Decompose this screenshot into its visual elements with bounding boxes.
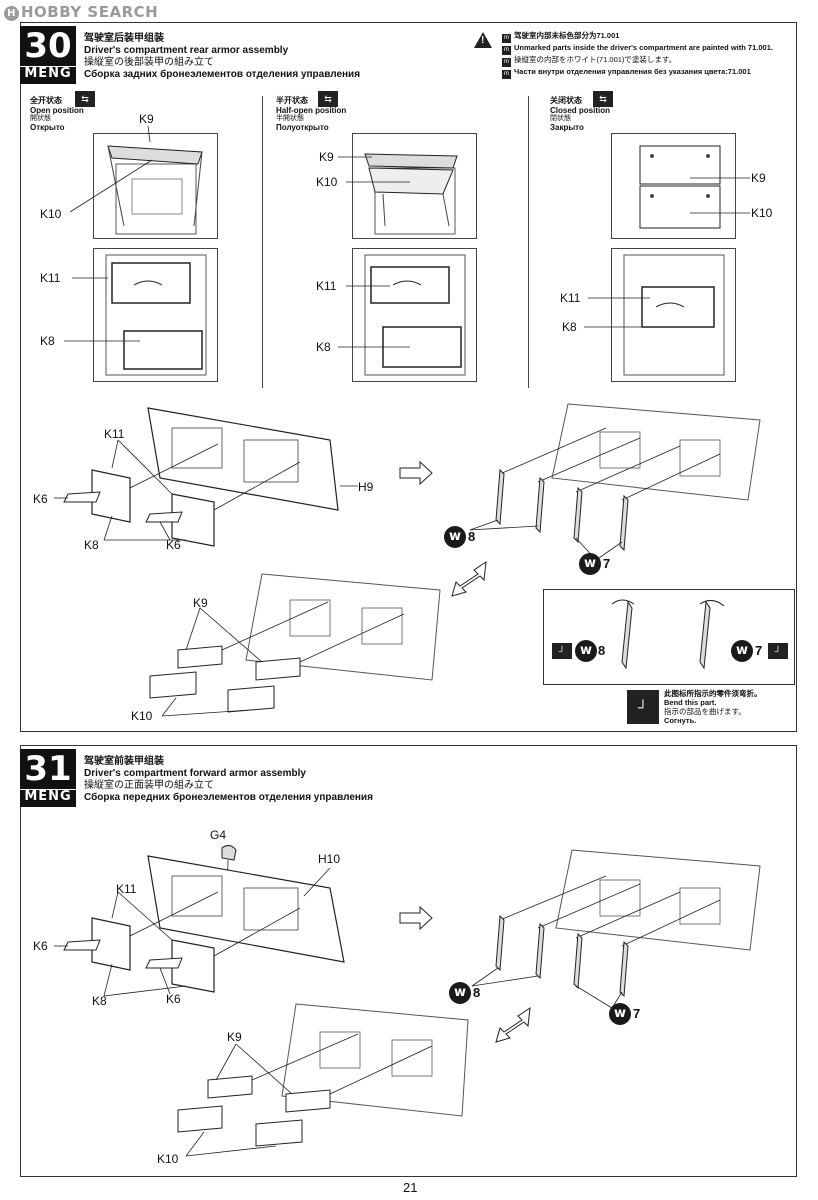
title-ru: Сборка задних бронеэлементов отделения у…: [84, 69, 361, 80]
column-divider: [528, 96, 529, 388]
state-closed: 关闭状态 Closed position 閉状態 Закрыто: [550, 96, 610, 132]
step-31-badge: 31 MENG: [20, 749, 76, 807]
hatch-drawing: [107, 145, 203, 235]
half-open-back-view: [352, 248, 477, 382]
paint-number: 7: [603, 556, 611, 571]
part-label-k10: K10: [40, 207, 62, 221]
title-jp: 操縦室の正面装甲の組み立て: [84, 780, 214, 791]
frame-drawing: [364, 254, 466, 376]
title-cn: 驾驶室前装甲组装: [84, 756, 164, 767]
title-ru: Сборка передних бронеэлементов отделения…: [84, 792, 373, 803]
part-label-k9: K9: [227, 1030, 242, 1044]
part-label-k9: K9: [139, 112, 154, 126]
hatch-drawing: [639, 145, 721, 229]
part-label-k6: K6: [166, 992, 181, 1006]
closed-hatch-view: [611, 133, 736, 239]
paint-w7-icon: w: [579, 553, 601, 575]
open-state-icon: ⇆: [75, 91, 95, 107]
step-30-titles: 驾驶室后装甲组装 Driver's compartment rear armor…: [84, 33, 360, 81]
state-open: 全开状态 Open position 開状態 Открыто: [30, 96, 84, 132]
step-30-panel: [20, 22, 797, 732]
part-label-k9: K9: [751, 171, 766, 185]
title-cn: 驾驶室后装甲组装: [84, 33, 164, 44]
frame-drawing: [623, 254, 725, 376]
part-label-h10: H10: [318, 852, 341, 866]
paint-number: 7: [633, 1006, 641, 1021]
hatch-drawing: [364, 153, 458, 235]
part-label-k10: K10: [316, 175, 338, 189]
step-31-panel: [20, 745, 797, 1177]
part-label-k6: K6: [33, 492, 48, 506]
paint-w8-icon: w: [575, 640, 597, 662]
part-label-k6: K6: [33, 939, 48, 953]
step-number: 30: [24, 26, 72, 66]
part-label-k8: K8: [316, 340, 331, 354]
paint-w8-icon: w: [444, 526, 466, 548]
open-hatch-view: [93, 133, 218, 239]
part-label-k8: K8: [562, 320, 577, 334]
title-en: Driver's compartment forward armor assem…: [84, 768, 306, 779]
part-label-k9: K9: [193, 596, 208, 610]
part-label-k6: K6: [166, 538, 181, 552]
brand-logo: MENG: [20, 66, 76, 84]
open-back-view: [93, 248, 218, 382]
step-number: 31: [24, 749, 72, 789]
bend-legend: 此图标所指示的零件须弯折。 Bend this part. 指示の部品を曲げます…: [664, 689, 762, 725]
part-label-k10: K10: [751, 206, 773, 220]
paint-number: 8: [598, 643, 606, 658]
paint-w7-icon: w: [609, 1003, 631, 1025]
closed-back-view: [611, 248, 736, 382]
part-label-k9: K9: [319, 150, 334, 164]
bend-icon: ┘: [552, 643, 572, 659]
step-31-titles: 驾驶室前装甲组装 Driver's compartment forward ar…: [84, 756, 373, 804]
paint-number: 8: [468, 529, 476, 544]
step-30-badge: 30 MENG: [20, 26, 76, 84]
brand-logo: MENG: [20, 789, 76, 807]
part-label-k11: K11: [104, 427, 125, 441]
frame-drawing: [105, 254, 207, 376]
part-label-h9: H9: [358, 480, 374, 494]
part-label-k11: K11: [316, 279, 337, 293]
part-label-k8: K8: [92, 994, 107, 1008]
part-label-g4: G4: [210, 828, 227, 842]
part-label-k11: K11: [40, 271, 61, 285]
paint-number: 8: [473, 985, 481, 1000]
column-divider: [262, 96, 263, 388]
bend-icon: ┘: [768, 643, 788, 659]
paint-number: 7: [755, 643, 763, 658]
part-label-k10: K10: [131, 709, 153, 723]
bend-detail-box: [543, 589, 795, 685]
half-open-state-icon: ⇆: [318, 91, 338, 107]
part-label-k10: K10: [157, 1152, 179, 1166]
page-number: 21: [403, 1180, 418, 1195]
paint-w7-icon: w: [731, 640, 753, 662]
title-jp: 操縦室の後部装甲の組み立て: [84, 57, 214, 68]
bend-legend-icon: ┘: [627, 690, 659, 724]
closed-state-icon: ⇆: [593, 91, 613, 107]
part-label-k11: K11: [560, 291, 581, 305]
part-label-k11: K11: [116, 882, 137, 896]
state-half-open: 半开状态 Half-open position 半開状態 Полуоткрыто: [276, 96, 347, 132]
title-en: Driver's compartment rear armor assembly: [84, 45, 289, 56]
paint-w8-icon: w: [449, 982, 471, 1004]
part-label-k8: K8: [40, 334, 55, 348]
warning-icon: !: [474, 32, 492, 48]
half-open-hatch-view: [352, 133, 477, 239]
part-label-k8: K8: [84, 538, 99, 552]
